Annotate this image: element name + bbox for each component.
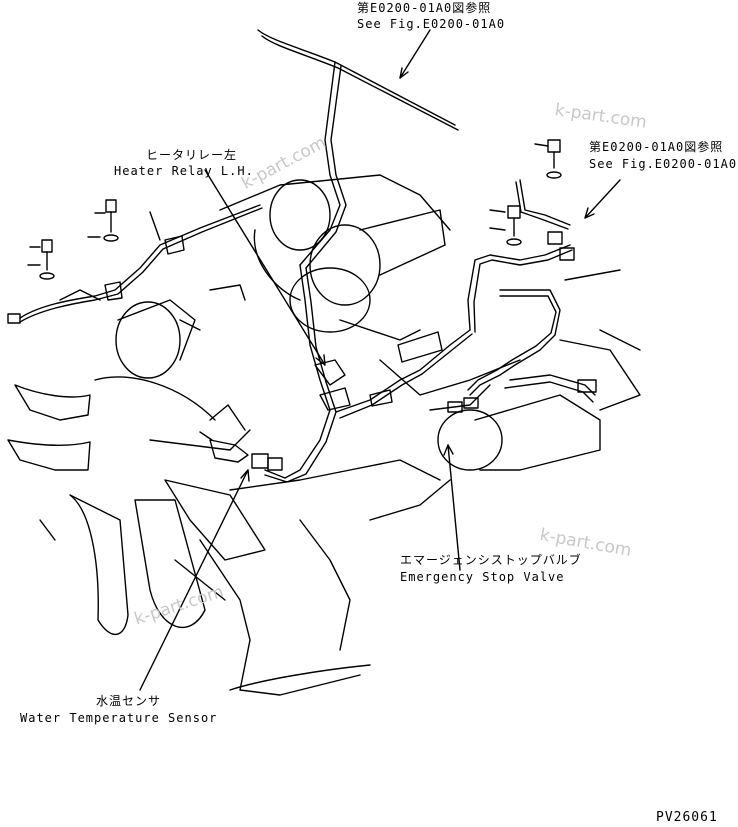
ref-right-en-label: See Fig.E0200-01A0 <box>589 157 738 171</box>
leader-lines <box>139 29 621 691</box>
heater-relay-ja-label: ヒータリレー左 <box>146 148 238 162</box>
engine-block <box>219 174 521 396</box>
lower-engine <box>199 459 451 696</box>
drawing-number: PV26061 <box>656 810 718 825</box>
right-bolts <box>489 139 562 246</box>
left-harness <box>7 204 263 324</box>
upper-harness <box>257 29 459 269</box>
ref-top-ja-label: 第E0200-01A0図参照 <box>357 1 492 15</box>
right-harness <box>429 179 641 471</box>
center-harness <box>199 264 473 483</box>
ref-top-en-label: See Fig.E0200-01A0 <box>357 17 506 31</box>
water-temp-en-label: Water Temperature Sensor <box>20 711 218 725</box>
emergency-stop-en-label: Emergency Stop Valve <box>400 570 565 584</box>
cooling-fan <box>7 376 266 636</box>
heater-relay-en-label: Heater Relay L.H. <box>114 164 254 178</box>
left-bolts <box>27 199 119 280</box>
emergency-stop-ja-label: エマージェンシストップバルブ <box>400 553 582 567</box>
water-temp-ja-label: 水温センサ <box>96 694 162 708</box>
alternator <box>115 284 246 379</box>
ref-right-ja-label: 第E0200-01A0図参照 <box>589 140 724 154</box>
